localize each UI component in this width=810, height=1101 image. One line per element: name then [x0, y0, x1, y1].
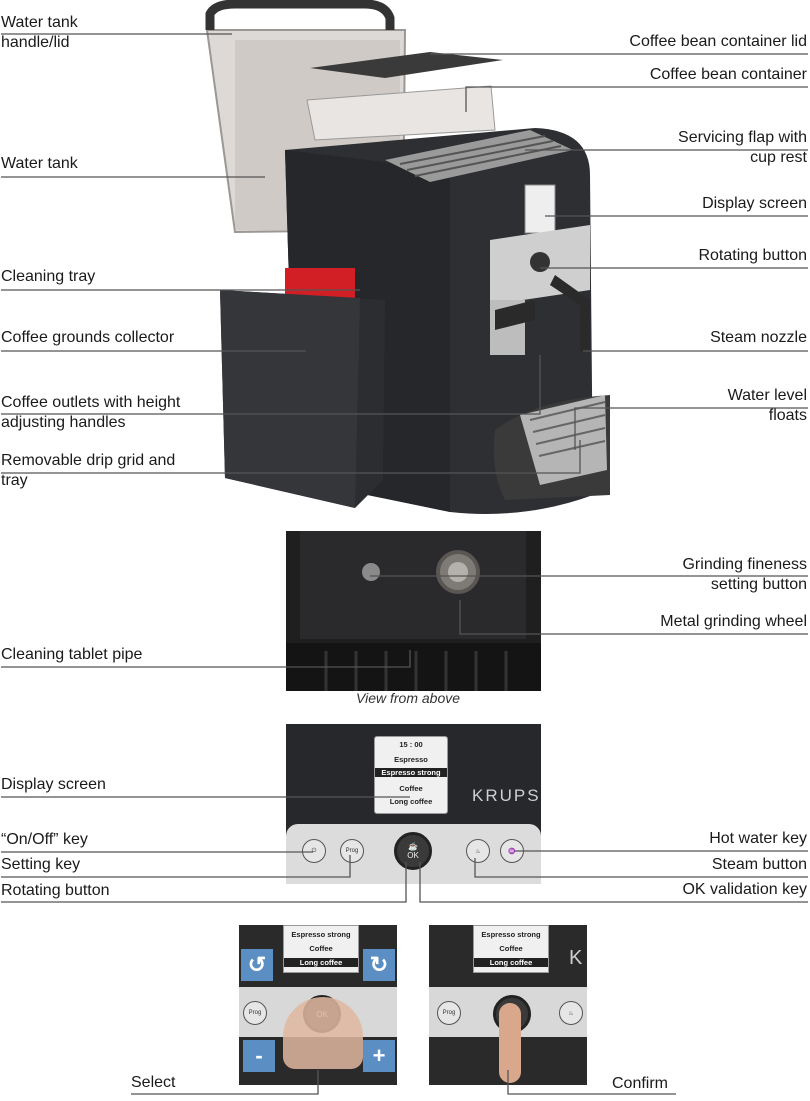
confirm-steam-key[interactable]: ♨: [559, 1001, 583, 1025]
brand-logo: KRUPS: [472, 786, 541, 805]
control-panel-photo: 15 : 00 Espresso Espresso strong Coffee …: [286, 724, 541, 884]
label-bean-container: Coffee bean container: [649, 66, 807, 83]
label-cleaning-tablet-pipe: Cleaning tablet pipe: [1, 646, 143, 663]
plus-button: +: [363, 1040, 395, 1072]
rotating-ok-button[interactable]: ☕ OK: [394, 832, 432, 870]
grinder-illustration: [286, 531, 541, 691]
label-hot-water-key: Hot water key: [709, 830, 807, 847]
hot-water-icon: ♒: [508, 848, 516, 855]
finger-icon: [499, 1003, 521, 1083]
confirm-prog-key[interactable]: Prog: [437, 1001, 461, 1025]
steam-key[interactable]: ♨: [466, 839, 490, 863]
label-steam-nozzle: Steam nozzle: [710, 329, 807, 346]
on-off-key[interactable]: ⏻: [302, 839, 326, 863]
confirm-photo: Espresso strong Coffee Long coffee K Pro…: [429, 925, 587, 1085]
label-bean-container-lid: Coffee bean container lid: [629, 33, 807, 50]
setting-key[interactable]: Prog: [340, 839, 364, 863]
display-item-long-coffee: Long coffee: [389, 797, 433, 806]
label-setting-key: Setting key: [1, 856, 81, 873]
label-rotating-button-1: Rotating button: [698, 247, 807, 264]
select-display-item-1: Espresso strong: [291, 930, 351, 939]
confirm-display-item-2: Coffee: [499, 944, 523, 953]
confirm-display-item-3: Long coffee: [474, 958, 548, 967]
hot-water-key[interactable]: ♒: [500, 839, 524, 863]
label-water-tank: Water tank: [1, 155, 78, 172]
confirm-steam-icon: ♨: [568, 1010, 574, 1017]
label-display-screen-2: Display screen: [1, 776, 106, 793]
label-ok-validation-key: OK validation key: [682, 881, 807, 898]
label-on-off-key: “On/Off” key: [1, 831, 88, 848]
label-coffee-grounds-collector: Coffee grounds collector: [1, 329, 175, 346]
label-steam-button: Steam button: [711, 856, 807, 873]
select-photo: Espresso strong Coffee Long coffee ↺ ↻ P…: [239, 925, 397, 1085]
confirm-display: Espresso strong Coffee Long coffee: [473, 925, 549, 973]
rotate-left-icon: ↺: [241, 949, 273, 981]
confirm-brand-fragment: K: [569, 947, 585, 969]
caption-view-from-above: View from above: [356, 690, 461, 706]
label-metal-grinding-wheel: Metal grinding wheel: [660, 613, 807, 630]
coffee-machine-photo: [195, 0, 615, 520]
display-time: 15 : 00: [399, 740, 423, 749]
ok-label: OK: [407, 851, 419, 860]
label-rotating-button-2: Rotating button: [1, 882, 110, 899]
display-item-espresso: Espresso: [394, 755, 428, 764]
label-select: Select: [131, 1074, 176, 1091]
rotate-right-icon: ↻: [363, 949, 395, 981]
coffee-machine-illustration: [205, 0, 610, 514]
label-display-screen-1: Display screen: [702, 195, 807, 212]
select-display-item-3: Long coffee: [284, 958, 358, 967]
power-icon: ⏻: [311, 847, 317, 854]
cup-icon: ☕: [408, 842, 418, 851]
confirm-display-item-1: Espresso strong: [481, 930, 541, 939]
steam-icon: ♨: [475, 848, 481, 855]
hand-icon: [283, 997, 363, 1069]
select-display: Espresso strong Coffee Long coffee: [283, 925, 359, 973]
minus-button: -: [243, 1040, 275, 1072]
display-screen: 15 : 00 Espresso Espresso strong Coffee …: [374, 736, 448, 814]
view-from-above-photo: [286, 531, 541, 691]
label-cleaning-tray: Cleaning tray: [1, 268, 96, 285]
select-prog-key[interactable]: Prog: [243, 1001, 267, 1025]
label-confirm: Confirm: [612, 1075, 669, 1092]
select-display-item-2: Coffee: [309, 944, 333, 953]
display-item-espresso-strong: Espresso strong: [375, 768, 447, 777]
display-item-coffee: Coffee: [399, 784, 423, 793]
